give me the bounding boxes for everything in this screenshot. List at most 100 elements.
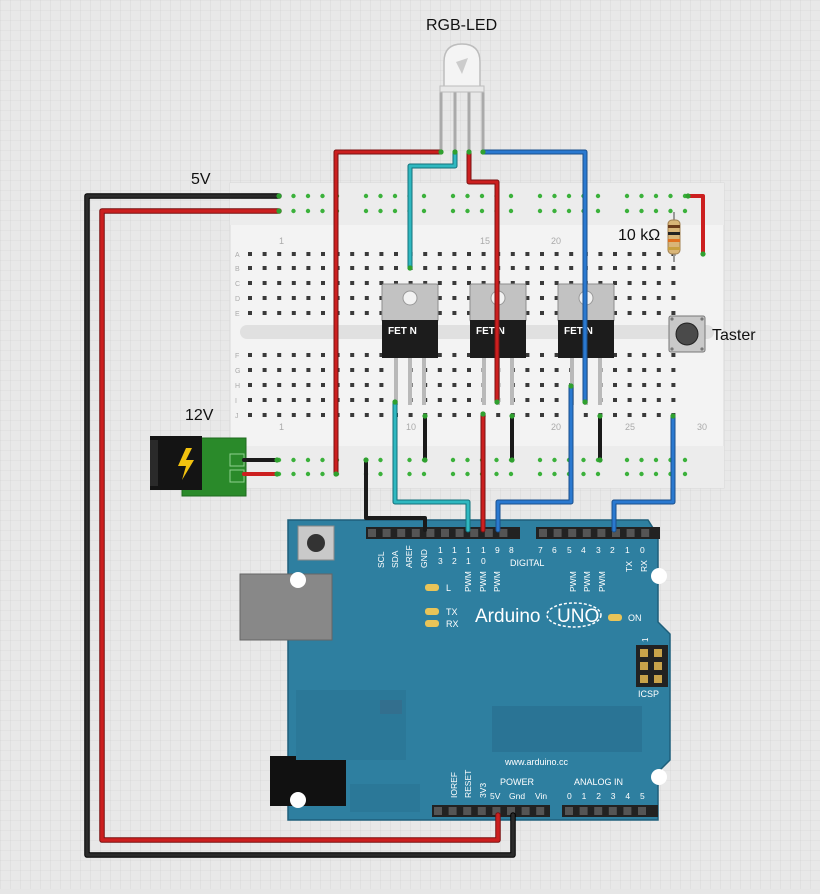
power-label: POWER — [500, 777, 535, 787]
power-jack — [150, 436, 247, 497]
pin-label: 6 — [552, 545, 557, 555]
rgb-led — [439, 43, 485, 152]
bb-col-30-bottom: 30 — [697, 422, 707, 432]
arduino-brand: Arduino — [475, 606, 541, 627]
analog-pin-label: 5 — [640, 791, 645, 801]
label-taster: Taster — [712, 327, 756, 344]
breadboard: 1 15 20 1 10 20 25 30 AB C D E F G H I J — [229, 182, 725, 489]
bb-row-letter: A — [235, 252, 240, 259]
usb-port — [239, 573, 333, 641]
bb-col-20-top: 20 — [551, 236, 561, 246]
bb-row-letter: H — [235, 383, 240, 390]
breadboard-bottom-rail — [230, 446, 724, 488]
pin-label: AREF — [404, 545, 414, 568]
pushbutton-cap — [675, 322, 699, 346]
resistor — [667, 212, 681, 262]
pwm-label: PWM — [478, 571, 488, 592]
pin-label: 3 — [438, 556, 443, 566]
tx-led-label: TX — [446, 607, 458, 617]
label-5v: 5V — [191, 171, 211, 188]
power-bolt-icon — [178, 448, 194, 480]
pin-label: SDA — [390, 550, 400, 568]
mosfet-label: FET N — [476, 326, 505, 337]
pin-label: 1 — [438, 545, 443, 555]
pin-label: 3 — [596, 545, 601, 555]
pin-label: 1 — [466, 545, 471, 555]
analog-pin-label: 1 — [582, 791, 587, 801]
bb-row-letter: F — [235, 353, 239, 360]
power-pin-label: RESET — [463, 770, 473, 798]
pin-holes — [368, 529, 650, 815]
analog-pin-label: 3 — [611, 791, 616, 801]
pin-label: 5 — [567, 545, 572, 555]
bb-row-letter: I — [235, 398, 237, 405]
tx-pin-label: TX — [624, 561, 634, 572]
power-jack-barrel — [150, 436, 202, 490]
bb-row-letter: J — [235, 413, 239, 420]
bb-col-15-top: 15 — [480, 236, 490, 246]
bb-col-25-bottom: 25 — [625, 422, 635, 432]
power-pin-label: 3V3 — [478, 783, 488, 798]
label-12v: 12V — [185, 407, 214, 424]
resistor-body — [667, 219, 681, 255]
on-led-label: ON — [628, 613, 642, 623]
pin-label: 2 — [610, 545, 615, 555]
pin-label: 7 — [538, 545, 543, 555]
analog-label: ANALOG IN — [574, 777, 623, 787]
uno-logo-outline — [546, 602, 602, 628]
pin-label: 4 — [581, 545, 586, 555]
pwm-label: PWM — [568, 571, 578, 592]
pwm-label: PWM — [463, 571, 473, 592]
bb-row-letter: E — [235, 311, 240, 318]
breadboard-row-letters: AB C D E F G H I J — [235, 252, 240, 420]
bb-col-1-bottom: 1 — [279, 422, 284, 432]
wires — [84, 149, 705, 858]
breadboard-top-rail — [230, 183, 724, 225]
pin-label: 2 — [452, 556, 457, 566]
digital-label: DIGITAL — [510, 558, 544, 568]
rx-led-label: RX — [446, 619, 459, 629]
power-pin-label: Vin — [535, 791, 547, 801]
analog-pin-label: 4 — [625, 791, 630, 801]
bb-row-letter: B — [235, 266, 240, 273]
pin-label: SCL — [376, 551, 386, 568]
mosfet-1: FET N — [381, 283, 439, 405]
label-rgb-led: RGB-LED — [426, 17, 497, 34]
icsp-pin1-label: 1 — [641, 637, 650, 642]
dc-jack — [270, 756, 346, 806]
l-led-label: L — [446, 583, 451, 593]
reset-button — [297, 525, 335, 561]
bb-row-letter: G — [235, 368, 240, 375]
pin-label: 1 — [466, 556, 471, 566]
label-resistor: 10 kΩ — [618, 227, 660, 244]
arduino-website: www.arduino.cc — [504, 757, 569, 767]
pwm-label: PWM — [492, 571, 502, 592]
analog-pin-label: 0 — [567, 791, 572, 801]
wire-arduino-gnd — [364, 458, 427, 532]
power-pin-label: 5V — [490, 791, 501, 801]
icsp-label: ICSP — [638, 689, 659, 699]
power-pin-label: Gnd — [509, 791, 525, 801]
pin-label: 1 — [625, 545, 630, 555]
pin-label: 1 — [452, 545, 457, 555]
bb-col-1-top: 1 — [279, 236, 284, 246]
pin-label: 9 — [495, 545, 500, 555]
bb-row-letter: C — [235, 281, 240, 288]
arduino-uno: UNO Arduino www.arduino.cc DIGITAL POWER… — [239, 519, 671, 821]
arduino-model: UNO — [557, 606, 599, 627]
bb-col-20-bottom: 20 — [551, 422, 561, 432]
pin-label: 8 — [509, 545, 514, 555]
bb-row-letter: D — [235, 296, 240, 303]
wire-endpoints — [274, 149, 706, 477]
analog-pin-label: 2 — [596, 791, 601, 801]
wire-resistor-red — [686, 194, 705, 256]
pin-label: 1 — [481, 545, 486, 555]
pushbutton — [668, 315, 706, 353]
bb-col-10-bottom: 10 — [406, 422, 416, 432]
power-pin-label: IOREF — [449, 772, 459, 798]
rx-pin-label: RX — [639, 560, 649, 572]
